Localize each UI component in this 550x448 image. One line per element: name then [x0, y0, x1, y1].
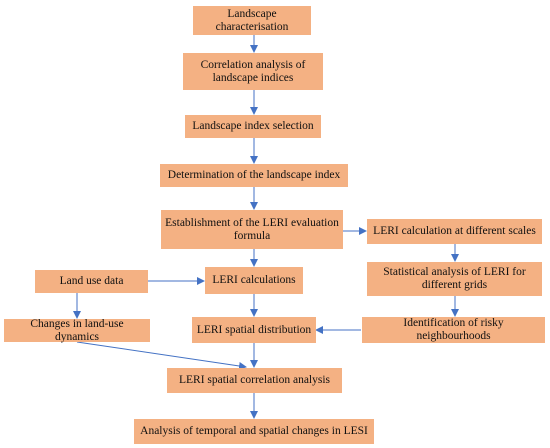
node-land-use-data: Land use data: [35, 270, 148, 293]
node-leri-spatial-distribution: LERI spatial distribution: [192, 317, 316, 343]
node-correlation-analysis: Correlation analysis of landscape indice…: [183, 53, 323, 90]
node-leri-calculations: LERI calculations: [205, 267, 303, 294]
node-index-selection: Landscape index selection: [185, 115, 321, 138]
node-leri-formula: Establishment of the LERI evaluation for…: [161, 210, 343, 249]
node-land-use-changes: Changes in land-use dynamics: [4, 318, 150, 343]
node-statistical-analysis: Statistical analysis of LERI for differe…: [367, 262, 542, 296]
node-leri-scales: LERI calculation at different scales: [367, 219, 542, 244]
node-risky-neighbourhoods: Identification of risky neighbourhoods: [362, 317, 545, 343]
node-landscape-characterisation: Landscape characterisation: [193, 6, 311, 35]
node-leri-spatial-correlation: LERI spatial correlation analysis: [167, 368, 342, 393]
arrow-changes-to-correlation: [76, 341, 247, 370]
node-index-determination: Determination of the landscape index: [160, 164, 348, 187]
node-temporal-spatial-changes: Analysis of temporal and spatial changes…: [134, 419, 374, 444]
